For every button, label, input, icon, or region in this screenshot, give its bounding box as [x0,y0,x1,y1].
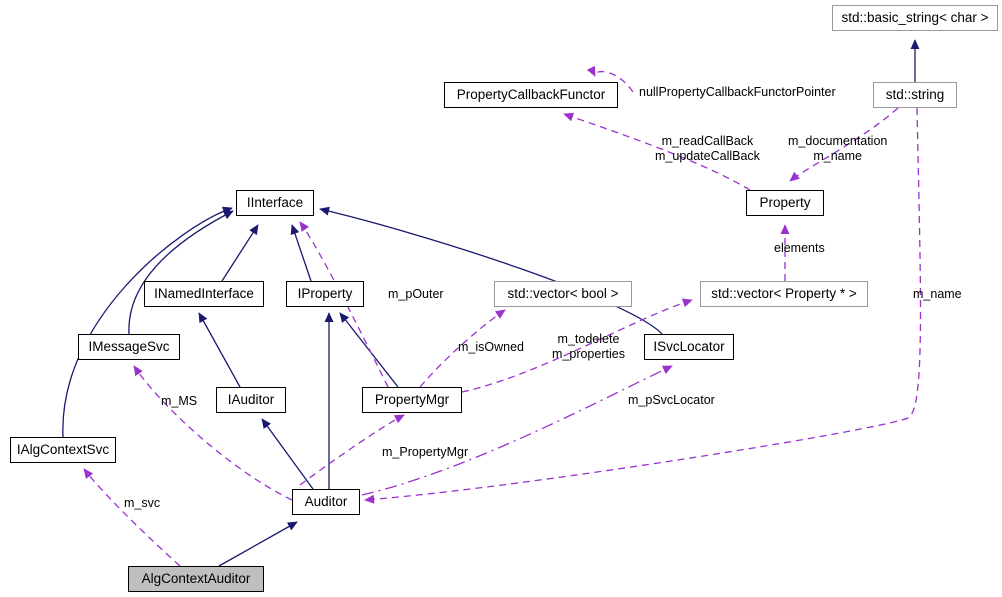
node-inamedinterface[interactable]: INamedInterface [144,281,264,307]
edge-propertymgr-iproperty [339,312,399,388]
edge-auditor-isvclocator [361,365,673,496]
node-ialgcontextsvc[interactable]: IAlgContextSvc [10,437,116,463]
edge-iauditor-inamedinterface [198,312,241,388]
node-label: PropertyMgr [374,392,450,408]
edge-label-m-psvclocator: m_pSvcLocator [628,393,715,407]
edge-algcontextauditor-ialgcontextsvc [83,468,181,567]
node-isvclocator[interactable]: ISvcLocator [644,334,734,360]
node-label: IAlgContextSvc [16,442,110,458]
edge-label-m-isowned: m_isOwned [458,340,524,354]
node-algcontextauditor[interactable]: AlgContextAuditor [128,566,264,592]
node-property-callback-functor[interactable]: PropertyCallbackFunctor [444,82,618,108]
node-label: Auditor [304,494,348,510]
edge-algcontextauditor-auditor [218,521,298,567]
edge-label-m-todelete-properties: m_todelete m_properties [552,332,625,362]
node-label: IAuditor [227,392,275,408]
node-label: PropertyCallbackFunctor [456,87,606,103]
node-iauditor[interactable]: IAuditor [216,387,286,413]
node-propertymgr[interactable]: PropertyMgr [362,387,462,413]
edge-label-documentation-name: m_documentation m_name [788,134,888,164]
edge-label-m-propertymgr: m_PropertyMgr [382,445,469,459]
node-std-basic-string[interactable]: std::basic_string< char > [832,5,998,31]
edge-iproperty-iinterface [290,224,312,282]
edge-label-m-name-right: m_name [913,287,962,301]
node-label: INamedInterface [154,286,254,302]
node-label: ISvcLocator [653,339,725,355]
node-label: std::basic_string< char > [841,10,989,26]
node-label: IInterface [246,195,304,211]
node-iinterface[interactable]: IInterface [236,190,314,216]
node-label: std::vector< Property * > [711,286,857,302]
edge-label-m-svc: m_svc [124,496,161,510]
edge-label-elements: elements [774,241,825,255]
node-iproperty[interactable]: IProperty [286,281,364,307]
node-property[interactable]: Property [746,190,824,216]
node-auditor[interactable]: Auditor [292,489,360,515]
node-label: std::string [885,87,945,103]
node-std-string[interactable]: std::string [873,82,957,108]
edge-label-read-update-callback: m_readCallBack m_updateCallBack [655,134,760,164]
edge-label-m-pouter: m_pOuter [388,287,444,301]
edge-label-m-ms: m_MS [161,394,198,408]
edge-ialgcontextsvc-iinterface [62,206,233,438]
node-label: IMessageSvc [88,339,170,355]
node-imessagesvc[interactable]: IMessageSvc [78,334,180,360]
edge-auditor-iauditor [261,418,314,490]
edge-inamedinterface-iinterface [221,224,259,282]
edge-isvclocator-iinterface [319,206,663,335]
edge-label-null-property-callback-functor-pointer: nullPropertyCallbackFunctorPointer [639,85,836,99]
node-std-vector-bool[interactable]: std::vector< bool > [494,281,632,307]
node-label: std::vector< bool > [507,286,619,302]
edge-imessagesvc-iinterface [128,210,234,335]
node-label: IProperty [297,286,353,302]
node-std-vector-property-ptr[interactable]: std::vector< Property * > [700,281,868,307]
node-label: AlgContextAuditor [141,571,251,587]
node-label: Property [759,195,811,211]
